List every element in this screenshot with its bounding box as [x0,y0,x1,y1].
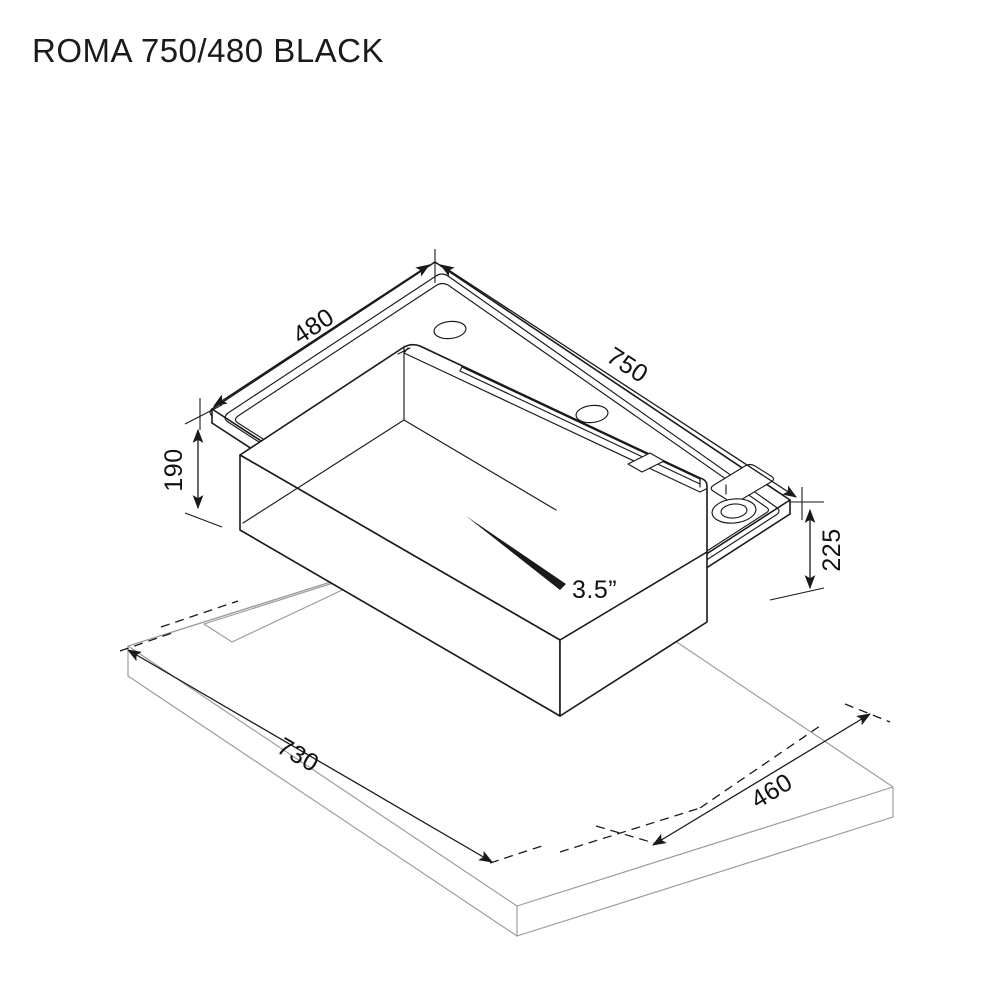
dimension-225: 225 [769,501,846,601]
leader-drain-size: 3.5” [466,516,617,604]
dimension-label-225: 225 [818,528,846,571]
page-title: ROMA 750/480 BLACK [32,32,385,69]
dimension-190: 190 [160,404,223,528]
dimension-label-190: 190 [160,448,188,491]
dimension-label-drain: 3.5” [572,576,617,604]
